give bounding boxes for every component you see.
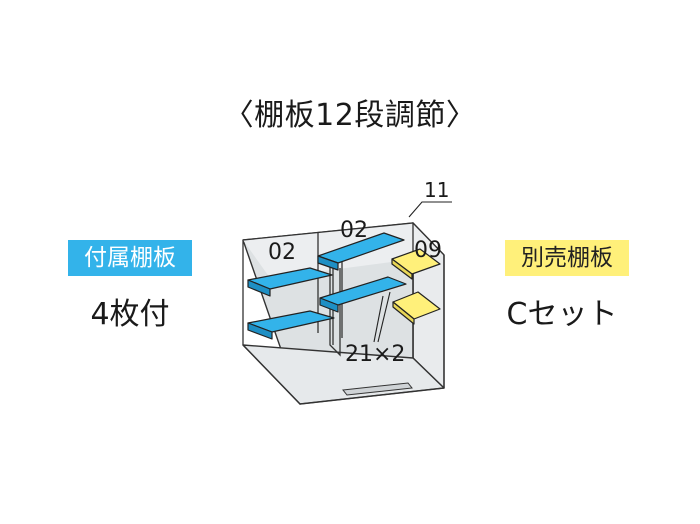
shed-edge-bottom: [299, 387, 445, 405]
included-shelf-count: 4枚付: [90, 297, 170, 332]
shelf-lower-left-edge: [247, 322, 273, 340]
shed-edge-roof: [412, 222, 445, 256]
shelf-lower-right-edge: [319, 297, 339, 313]
page-title: 〈棚板12段調節〉: [223, 98, 477, 133]
optional-shelf-badge: 別売棚板: [505, 240, 629, 276]
shed-edge-top: [242, 222, 414, 241]
leader-center-a: [373, 295, 384, 343]
shelf-side-lower-edge: [392, 301, 415, 325]
shelf-side-upper-edge: [391, 258, 413, 280]
included-shelves: [247, 232, 407, 340]
shelf-upper-left-edge: [247, 279, 271, 297]
leader-center-b: [377, 291, 391, 343]
label-shelf-left: 02: [268, 240, 296, 265]
label-side-top: 11: [424, 178, 449, 202]
shelf-upper-right-edge: [317, 255, 339, 271]
leader-side-top: [408, 201, 452, 218]
optional-shelf-set: Cセット: [506, 297, 618, 332]
leader-lines: [373, 201, 452, 343]
label-side-shelf: 09: [414, 238, 442, 263]
optional-shelves: [391, 248, 441, 325]
included-shelf-badge: 付属棚板: [68, 240, 192, 276]
label-shelf-mid: 02: [340, 218, 368, 243]
shed-base-rail: [342, 382, 413, 396]
label-center: 21×2: [345, 342, 405, 367]
shed-edge-left: [242, 240, 301, 405]
